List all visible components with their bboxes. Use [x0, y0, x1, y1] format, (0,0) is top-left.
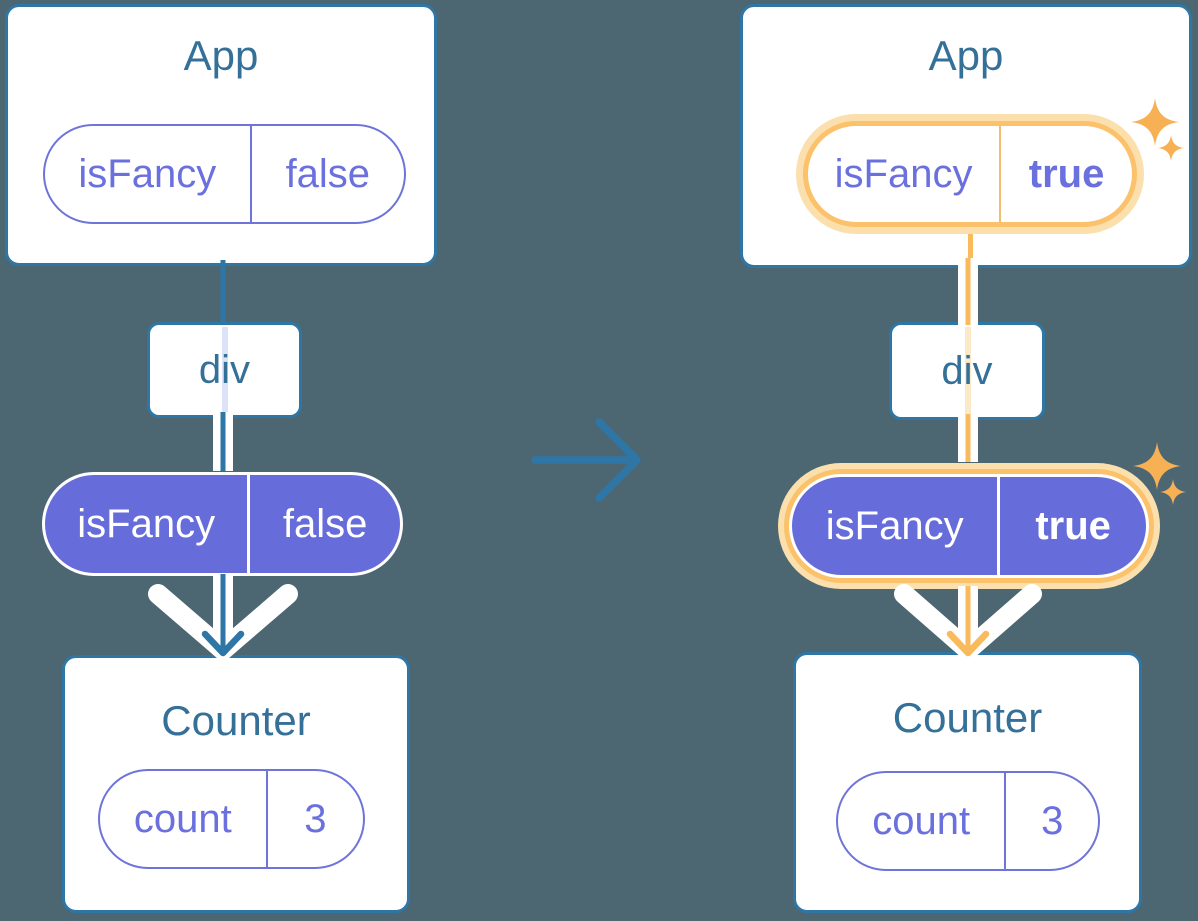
state-key: count	[838, 773, 1007, 869]
transition-right-arrow-icon	[531, 418, 641, 502]
right-app-card: App isFancy true	[740, 4, 1192, 268]
left-counter-title: Counter	[161, 697, 311, 744]
prop-value: false	[282, 501, 368, 546]
right-arrowhead-icon	[946, 630, 990, 657]
right-white-chevron	[894, 584, 1042, 660]
right-div-stripe	[965, 327, 971, 415]
prop-key: isFancy	[45, 475, 251, 573]
left-counter-card: Counter count 3	[62, 655, 410, 913]
left-prop-pill: isFancy false	[42, 472, 403, 576]
state-value: true	[1028, 151, 1105, 196]
right-app-state-pill-highlighted: isFancy true	[803, 121, 1137, 227]
left-div-label: div	[198, 347, 251, 392]
state-value: 3	[304, 796, 327, 841]
sparkle-small	[1160, 479, 1186, 505]
left-white-chevron	[148, 584, 298, 660]
right-div-card: div	[889, 322, 1045, 420]
prop-value: true	[1035, 503, 1111, 548]
left-div-card: div	[147, 322, 302, 418]
state-key: count	[100, 771, 268, 867]
left-app-state-pill: isFancy false	[43, 124, 406, 224]
right-app-title: App	[928, 32, 1004, 79]
left-arrowhead-icon	[201, 630, 245, 657]
prop-key: isFancy	[792, 477, 1001, 575]
state-value: false	[285, 151, 371, 196]
right-app-prop-line	[968, 234, 973, 268]
left-app-title: App	[183, 32, 259, 79]
right-div-label: div	[941, 348, 993, 393]
state-value: 3	[1041, 798, 1064, 843]
left-app-card: App isFancy false	[5, 4, 437, 266]
right-counter-title: Counter	[892, 694, 1043, 741]
left-counter-state-pill: count 3	[98, 769, 365, 869]
state-key: isFancy	[808, 126, 1002, 222]
right-counter-card: Counter count 3	[793, 652, 1142, 913]
right-counter-state-pill: count 3	[836, 771, 1100, 871]
right-prop-pill-highlighted: isFancy true	[789, 474, 1149, 578]
left-div-stripe	[222, 327, 228, 413]
state-key: isFancy	[45, 126, 252, 222]
transition-arrow-head	[595, 418, 641, 502]
